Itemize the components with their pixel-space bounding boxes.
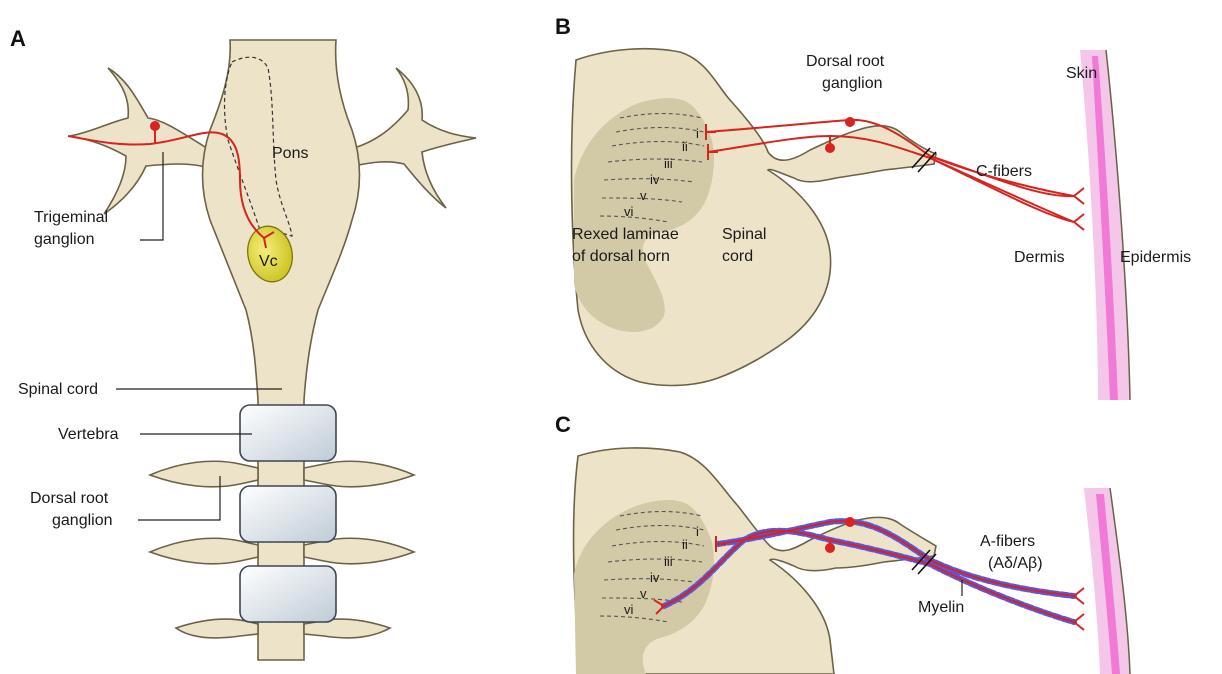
vc-label: Vc	[259, 253, 278, 270]
lamina-iv-c: iv	[650, 570, 660, 585]
spinal-b-label-line2: cord	[722, 248, 753, 265]
skin-label: Skin	[1066, 65, 1097, 82]
lamina-vi-c: vi	[624, 602, 634, 617]
drg-a-label-line2: ganglion	[52, 512, 113, 529]
spinal-cord-label: Spinal cord	[18, 381, 98, 398]
ganglion-cell-body	[150, 121, 160, 131]
myelin-label: Myelin	[918, 599, 964, 616]
a-fibers-label-line2: (Aδ/Aβ)	[988, 555, 1043, 572]
drg-left-upper	[150, 461, 258, 487]
lamina-v-c: v	[640, 586, 647, 601]
lamina-vi-b: vi	[624, 204, 634, 219]
rexed-label-line2: of dorsal horn	[572, 248, 670, 265]
lamina-i-b: i	[696, 126, 699, 141]
c-fibers-label: C-fibers	[976, 163, 1032, 180]
vertebra-1	[240, 405, 336, 461]
panel-c: C i ii iii iv v vi	[555, 412, 1130, 674]
panel-a: A Vc Pons	[10, 26, 476, 660]
vertebrae	[240, 405, 336, 622]
drg-right-upper	[304, 461, 414, 487]
drg-b-label-line2: ganglion	[822, 75, 883, 92]
vertebra-3	[240, 566, 336, 622]
drg-b-label-line1: Dorsal root	[806, 53, 885, 70]
epidermis-label: Epidermis	[1120, 249, 1191, 266]
pons-label: Pons	[272, 145, 308, 162]
vertebra-2	[240, 486, 336, 542]
lamina-iii-b: iii	[664, 156, 673, 171]
panel-c-letter: C	[555, 412, 571, 437]
lamina-v-b: v	[640, 188, 647, 203]
drg-a-label-line1: Dorsal root	[30, 490, 109, 507]
lamina-ii-b: ii	[682, 139, 688, 154]
panel-b: B i ii iii iv v vi	[555, 14, 1191, 400]
lamina-ii-c: ii	[682, 537, 688, 552]
spinal-b-label-line1: Spinal	[722, 226, 766, 243]
lamina-i-c: i	[696, 524, 699, 539]
panel-b-letter: B	[555, 14, 571, 39]
trigeminal-label-line2: ganglion	[34, 231, 95, 248]
lamina-iii-c: iii	[664, 554, 673, 569]
trigeminal-label-line1: Trigeminal	[34, 209, 108, 226]
a-fibers-label-line1: A-fibers	[980, 533, 1035, 550]
drg-left-lower	[150, 538, 258, 564]
trigeminal-nerve-right	[354, 68, 476, 208]
panel-a-letter: A	[10, 26, 26, 51]
rexed-label-line1: Rexed laminae	[572, 226, 679, 243]
lamina-iv-b: iv	[650, 172, 660, 187]
dermis-label: Dermis	[1014, 249, 1065, 266]
vertebra-label: Vertebra	[58, 426, 119, 443]
